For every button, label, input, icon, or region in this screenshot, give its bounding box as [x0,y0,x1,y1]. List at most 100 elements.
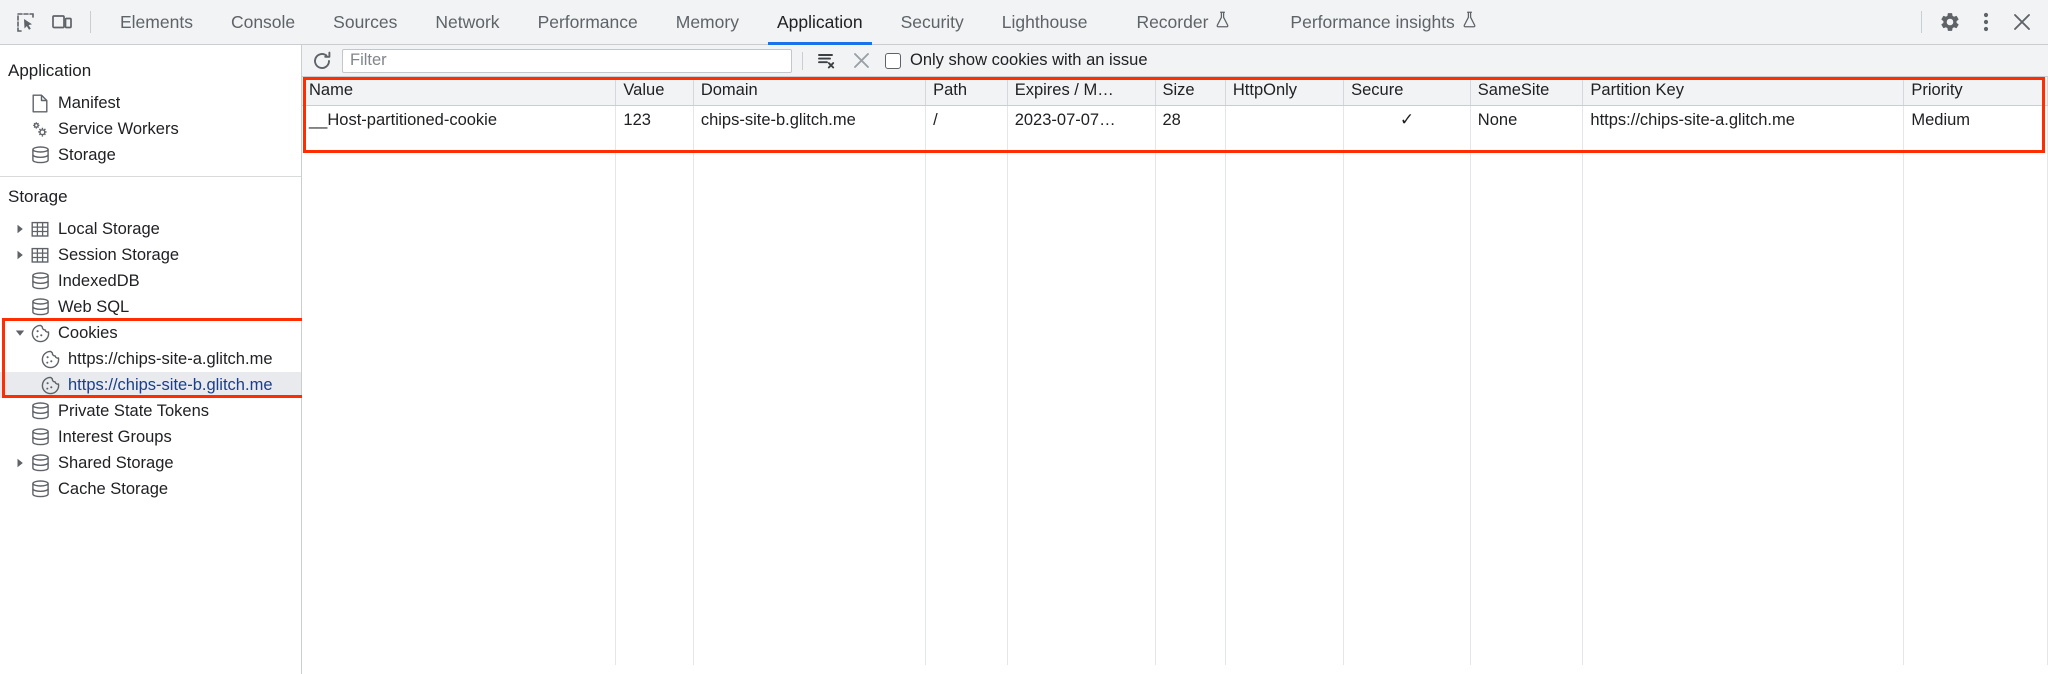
sidebar-item-storage[interactable]: Storage [0,142,301,168]
sidebar-item-cookie-origin-b[interactable]: https://chips-site-b.glitch.me [0,372,301,398]
chevron-down-icon[interactable] [12,329,28,338]
sidebar-item-cache-storage[interactable]: Cache Storage [0,476,301,502]
empty-cell [1225,135,1345,665]
clear-all-icon[interactable] [847,48,875,74]
empty-cell [1582,135,1905,665]
column-header-httponly[interactable]: HttpOnly [1225,77,1345,106]
sidebar-item-local-storage[interactable]: Local Storage [0,216,301,242]
column-header-partition-key[interactable]: Partition Key [1582,77,1905,106]
filter-placeholder: Filter [350,51,387,69]
tab-recorder[interactable]: Recorder [1106,0,1260,45]
experiment-flask-icon [1462,11,1477,33]
table-icon [28,245,52,265]
tab-sources[interactable]: Sources [314,0,416,45]
sidebar-item-label: Shared Storage [58,453,174,472]
toolbar-divider [90,11,91,33]
column-header-value[interactable]: Value [615,77,694,106]
sidebar-item-label: Private State Tokens [58,401,210,420]
sidebar-item-service-workers[interactable]: Service Workers [0,116,301,142]
cell-partition-key: https://chips-site-a.glitch.me [1582,105,1905,135]
clear-filter-icon[interactable] [813,48,841,74]
database-icon [28,401,52,421]
gear-icon[interactable] [1932,5,1968,39]
only-show-issues-checkbox[interactable] [885,52,901,69]
sidebar-item-label: Interest Groups [58,427,172,446]
empty-cell [1343,135,1471,665]
cookies-table-header-row: Name Value Domain Path Expires / M… Size… [302,77,2048,106]
sidebar-item-private-state-tokens[interactable]: Private State Tokens [0,398,301,424]
sidebar-item-label: Session Storage [58,245,180,264]
tab-performance-insights[interactable]: Performance insights [1260,0,1506,45]
sidebar-item-cookie-origin-a[interactable]: https://chips-site-a.glitch.me [0,346,301,372]
cell-priority: Medium [1903,105,2048,135]
cell-name: __Host-partitioned-cookie [302,105,617,135]
sidebar-divider [0,176,301,177]
table-row[interactable]: __Host-partitioned-cookie 123 chips-site… [302,105,2048,135]
cookies-table-empty-area [302,135,2048,665]
tab-label: Performance insights [1290,11,1455,32]
sidebar-item-interest-groups[interactable]: Interest Groups [0,424,301,450]
sidebar-item-label: Web SQL [58,297,130,316]
toolbar-divider-right [1921,11,1922,33]
empty-cell [693,135,927,665]
sidebar-item-label: https://chips-site-a.glitch.me [68,349,273,368]
column-header-expires[interactable]: Expires / M… [1007,77,1156,106]
tab-network[interactable]: Network [416,0,518,45]
tab-label: Console [230,11,296,32]
chevron-right-icon[interactable] [12,250,28,260]
sidebar-item-manifest[interactable]: Manifest [0,90,301,116]
sidebar-item-label: Storage [58,145,116,164]
inspect-element-icon[interactable] [8,5,44,39]
tab-performance[interactable]: Performance [519,0,657,45]
sidebar-item-shared-storage[interactable]: Shared Storage [0,450,301,476]
column-header-path[interactable]: Path [925,77,1008,106]
cookie-icon [38,349,62,369]
document-icon [28,93,52,113]
tab-console[interactable]: Console [212,0,314,45]
refresh-icon[interactable] [308,48,336,74]
tab-label: Recorder [1136,11,1209,32]
empty-cell [1470,135,1584,665]
cookies-table-wrapper: Name Value Domain Path Expires / M… Size… [302,77,2048,665]
tab-security[interactable]: Security [882,0,983,45]
tab-elements[interactable]: Elements [101,0,212,45]
sidebar-item-label: Manifest [58,93,121,112]
filter-input[interactable]: Filter [342,48,792,73]
tab-label: Network [435,11,500,32]
cell-secure: ✓ [1343,105,1471,135]
database-icon [28,479,52,499]
column-header-domain[interactable]: Domain [693,77,927,106]
tab-application[interactable]: Application [758,0,882,45]
tab-lighthouse[interactable]: Lighthouse [983,0,1107,45]
chevron-right-icon[interactable] [12,224,28,234]
sidebar-item-label: Local Storage [58,219,160,238]
empty-cell [615,135,694,665]
column-header-samesite[interactable]: SameSite [1470,77,1584,106]
experiment-flask-icon [1215,11,1230,33]
sidebar-item-label: IndexedDB [58,271,140,290]
column-header-name[interactable]: Name [302,77,617,106]
column-header-size[interactable]: Size [1155,77,1226,106]
sidebar-item-web-sql[interactable]: Web SQL [0,294,301,320]
tab-label: Lighthouse [1001,11,1088,32]
sidebar-item-label: Cache Storage [58,479,169,498]
sidebar-item-indexeddb[interactable]: IndexedDB [0,268,301,294]
empty-cell [1903,135,2048,665]
sidebar-item-label: Cookies [58,323,118,342]
sidebar-item-label: https://chips-site-b.glitch.me [68,375,273,394]
empty-cell [925,135,1008,665]
close-icon[interactable] [2004,5,2040,39]
device-toolbar-icon[interactable] [44,5,80,39]
column-header-secure[interactable]: Secure [1343,77,1471,106]
column-header-priority[interactable]: Priority [1903,77,2048,106]
devtools-tab-bar: Elements Console Sources Network Perform… [101,0,1911,45]
cookies-filter-toolbar: Filter Only show cookies with an issue [302,45,2048,77]
sidebar-item-session-storage[interactable]: Session Storage [0,242,301,268]
tab-label: Sources [333,11,398,32]
tab-memory[interactable]: Memory [657,0,758,45]
chevron-right-icon[interactable] [12,458,28,468]
kebab-menu-icon[interactable] [1968,5,2004,39]
sidebar-item-cookies[interactable]: Cookies [0,320,301,346]
tab-label: Application [776,11,863,32]
only-show-issues-checkbox-row[interactable]: Only show cookies with an issue [885,51,1148,70]
